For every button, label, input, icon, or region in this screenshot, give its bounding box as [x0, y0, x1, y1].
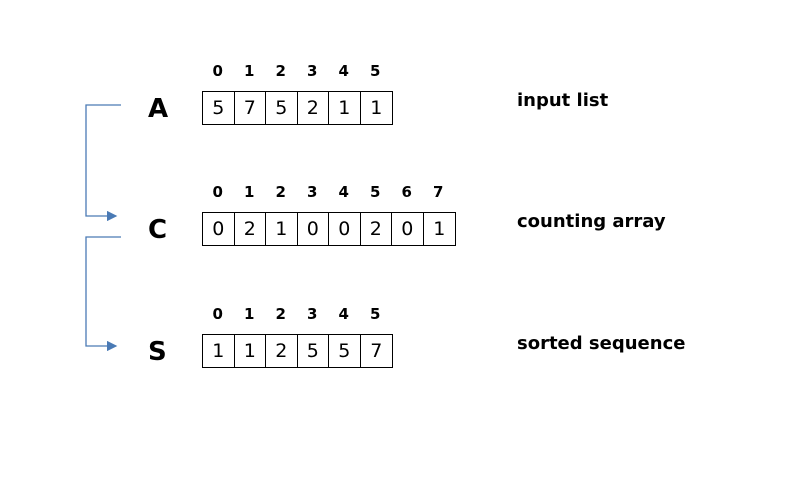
index-label: 3	[307, 183, 318, 201]
array-cell: 1	[235, 335, 266, 367]
array-cell: 7	[235, 92, 266, 124]
index-label: 5	[370, 183, 381, 201]
index-label: 7	[433, 183, 444, 201]
index-label: 0	[212, 62, 223, 80]
array-cell: 2	[266, 335, 298, 367]
array-cell: 2	[235, 213, 266, 245]
index-label: 1	[244, 62, 255, 80]
array-cell: 2	[298, 92, 329, 124]
index-label: 2	[275, 183, 286, 201]
index-label: 4	[338, 62, 349, 80]
index-label: 1	[244, 305, 255, 323]
array-cell: 1	[370, 97, 383, 119]
array-letter: C	[148, 215, 168, 245]
index-label: 2	[275, 62, 286, 80]
array-caption: sorted sequence	[517, 333, 686, 354]
arrow-a-to-c	[85, 104, 121, 222]
index-label: 0	[212, 183, 223, 201]
index-labels: 0 1 2 3 4 5 6 7	[202, 183, 454, 201]
array-cell: 1	[329, 92, 361, 124]
arrow-c-to-s	[85, 236, 121, 352]
array-caption: counting array	[517, 211, 666, 232]
index-labels: 0 1 2 3 4 5	[202, 305, 391, 323]
array-cell: 0	[392, 213, 424, 245]
index-label: 0	[212, 305, 223, 323]
array-cell: 0	[203, 213, 235, 245]
array-letter: A	[148, 94, 169, 124]
index-label: 4	[338, 305, 349, 323]
index-label: 5	[370, 305, 381, 323]
array-cell: 0	[298, 213, 329, 245]
array-cell: 5	[329, 335, 361, 367]
index-label: 1	[244, 183, 255, 201]
index-label: 5	[370, 62, 381, 80]
array-cell: 1	[203, 335, 235, 367]
array-cell: 1	[266, 213, 298, 245]
index-label: 4	[338, 183, 349, 201]
array-cell: 5	[203, 92, 235, 124]
array-cell: 1	[433, 218, 446, 240]
index-label: 2	[275, 305, 286, 323]
array-cell: 0	[329, 213, 361, 245]
index-labels: 0 1 2 3 4 5	[202, 62, 391, 80]
array-letter: S	[148, 337, 167, 367]
index-label: 6	[401, 183, 412, 201]
array-cell: 5	[266, 92, 298, 124]
array-cell: 7	[370, 340, 383, 362]
array-cell: 5	[298, 335, 329, 367]
array-cell: 2	[361, 213, 392, 245]
index-label: 3	[307, 305, 318, 323]
index-label: 3	[307, 62, 318, 80]
array-caption: input list	[517, 90, 609, 111]
